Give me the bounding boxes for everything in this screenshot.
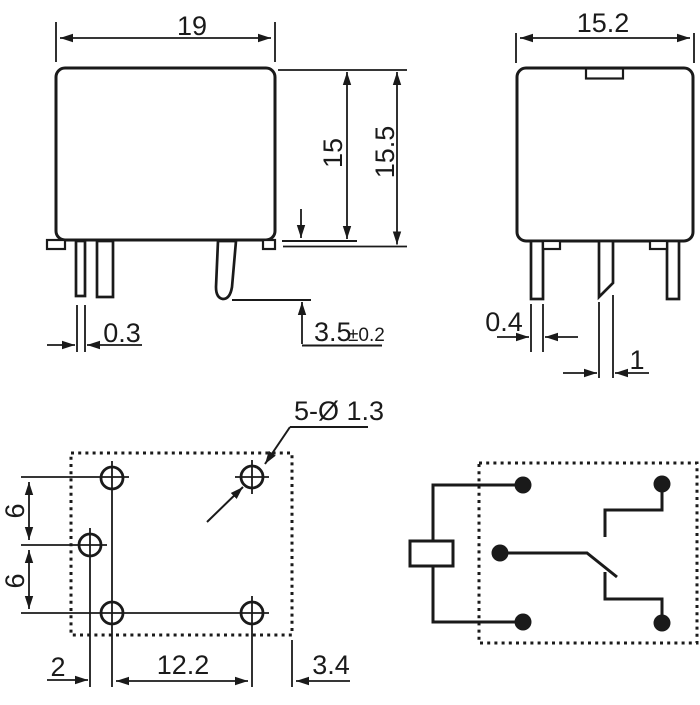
dim-side-pin-thickness: 0.4 (485, 304, 578, 352)
front-view: 19 15 15.5 0.3 (45, 11, 407, 352)
side-right-step (648, 239, 669, 251)
pitch-upper-label: 6 (0, 503, 30, 518)
side-view: 15.2 0.4 1 (485, 8, 695, 378)
front-left-foot (45, 238, 67, 251)
dim-bottom-row: 2 12.2 3.4 (47, 650, 350, 686)
front-pin-length-label: 3.5 (314, 317, 352, 347)
side-center-pin (597, 239, 615, 301)
pitch-lower-label: 6 (0, 573, 30, 588)
hole-middle-left (77, 532, 103, 558)
offset-label: 2 (50, 652, 65, 682)
front-body (54, 66, 277, 242)
dim-front-width: 19 (55, 11, 276, 62)
hole-bottom-right (239, 600, 265, 626)
dim-side-center-pin-width: 1 (563, 295, 649, 378)
fixed-contact-top (603, 484, 664, 537)
front-body-height-label: 15 (318, 138, 348, 168)
side-left-step (541, 239, 562, 251)
side-center-pin-width-label: 1 (629, 345, 644, 375)
span-label: 12.2 (157, 650, 210, 680)
coil-wire-bottom (431, 567, 523, 624)
front-overall-height-label: 15.5 (370, 126, 400, 179)
pin-dot-coil-top (514, 476, 532, 494)
coil-symbol (408, 539, 455, 568)
hole-callout-label: 5-Ø 1.3 (294, 396, 384, 426)
side-width-label: 15.2 (577, 8, 630, 38)
dim-front-pin-thickness: 0.3 (47, 305, 142, 352)
front-width-label: 19 (177, 11, 207, 41)
front-pin-round (214, 239, 238, 301)
fixed-contact-bottom (603, 572, 664, 623)
pin-dot-coil-bottom (514, 613, 532, 631)
bottom-view: 6 6 2 12.2 3.4 5-Ø 1.3 (0, 396, 384, 687)
front-pin-thin (74, 239, 87, 298)
hole-bottom-left (99, 600, 125, 626)
side-pin-thickness-label: 0.4 (485, 307, 523, 337)
side-left-pin (529, 239, 545, 301)
front-pin-thickness-label: 0.3 (103, 318, 141, 348)
front-right-foot (261, 238, 277, 251)
hole-top-left (99, 465, 125, 491)
front-pin-wide (95, 239, 115, 299)
pin-dot-no (653, 614, 671, 632)
coil-wire-top (431, 483, 523, 540)
dim-front-pin-length: 3.5 ±0.2 (232, 299, 385, 347)
common-armature (500, 551, 618, 579)
pin-dot-common (491, 544, 509, 562)
side-body (515, 66, 695, 243)
hole-top-right (239, 464, 265, 490)
side-top-notch (584, 67, 625, 80)
right-margin-label: 3.4 (312, 650, 350, 680)
side-right-pin (665, 239, 681, 301)
pin-dot-nc (653, 475, 671, 493)
front-pin-length-tolerance-label: ±0.2 (348, 325, 385, 346)
hole-callout: 5-Ø 1.3 (206, 396, 384, 523)
schematic-view (408, 461, 699, 645)
dim-front-heights: 15 15.5 (278, 69, 407, 248)
schematic-outline (477, 461, 699, 645)
bottom-view-outline (69, 451, 294, 637)
dim-bottom-pitch: 6 6 (0, 482, 34, 609)
dim-side-width: 15.2 (515, 8, 695, 63)
